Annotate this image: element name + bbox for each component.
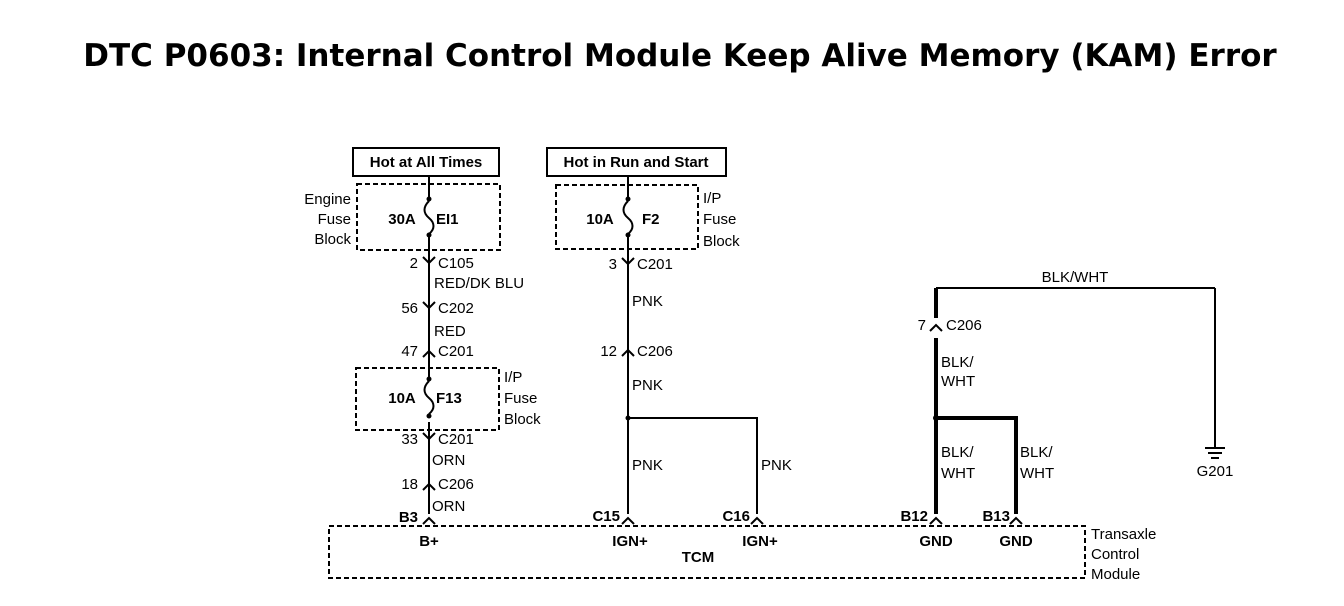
wire-label-blk-wht-3a: BLK/ (1020, 444, 1053, 461)
fuse-rating-f13: 10A (388, 390, 416, 407)
connector-c201-mid-pin: 3 (609, 256, 617, 273)
fuse-terminal-top-ei1 (426, 196, 432, 202)
tcm-name: TCM (682, 549, 715, 566)
power-source-box-mid (546, 147, 727, 177)
tcm-label-3: Module (1091, 566, 1140, 583)
wire-right-branch (936, 416, 1018, 514)
ip-fuse-block-left-label-3: Block (504, 411, 541, 428)
connector-c201-lower-name: C201 (438, 431, 474, 448)
wire-label-orn-2: ORN (432, 498, 465, 515)
connector-c206-right-symbol (929, 323, 943, 332)
connector-c105-symbol (422, 256, 436, 265)
wire-label-pnk-4: PNK (761, 457, 792, 474)
ip-fuse-block-left-label-1: I/P (504, 369, 522, 386)
ip-fuse-block-left-label-2: Fuse (504, 390, 537, 407)
tcm-label-2: Control (1091, 546, 1139, 563)
fuse-terminal-top-f13 (426, 376, 432, 382)
fuse-symbol-f2 (622, 200, 634, 235)
fuse-name-f2: F2 (642, 211, 660, 228)
wire-label-blk-wht-1b: WHT (941, 373, 975, 390)
fuse-terminal-bottom-f2 (625, 232, 631, 238)
wire-label-pnk-3: PNK (632, 457, 663, 474)
fuse-rating-f2: 10A (586, 211, 614, 228)
fuse-symbol-f13 (423, 380, 435, 415)
fuse-name-ei1: EI1 (436, 211, 459, 228)
ground-label-g201: G201 (1197, 463, 1234, 480)
fuse-terminal-top-f2 (625, 196, 631, 202)
connector-c202-name: C202 (438, 300, 474, 317)
fuse-terminal-bottom-ei1 (426, 232, 432, 238)
fuse-symbol-ei1 (423, 200, 435, 235)
connector-c105-pin: 2 (410, 255, 418, 272)
connector-c201-lower-symbol (422, 432, 436, 441)
connector-c206-mid-symbol (621, 348, 635, 357)
connector-c201-mid-name: C201 (637, 256, 673, 273)
engine-fuse-block-label-2: Fuse (318, 211, 351, 228)
circuit-left: Hot at All Times Engine Fuse Block 30A E… (304, 147, 541, 550)
tcm-pin-c16-symbol (750, 516, 764, 525)
connector-c206-left-name: C206 (438, 476, 474, 493)
tcm-pin-b13-symbol (1009, 516, 1023, 525)
fuse-terminal-bottom-f13 (426, 413, 432, 419)
wire-label-pnk-2: PNK (632, 377, 663, 394)
tcm-pin-b3: B3 (399, 509, 418, 526)
tcm-pin-b3-symbol (422, 516, 436, 525)
connector-c206-left-symbol (422, 482, 436, 491)
tcm-pin-c15: C15 (592, 508, 620, 525)
tcm-pin-c15-symbol (621, 516, 635, 525)
tcm-pin-b3-function: B+ (419, 533, 439, 550)
tcm-pin-c16: C16 (722, 508, 750, 525)
tcm-module: TCM Transaxle Control Module (328, 525, 1156, 583)
wire-label-blk-wht-1a: BLK/ (941, 354, 974, 371)
connector-c206-mid-name: C206 (637, 343, 673, 360)
ip-fuse-block-mid-label-1: I/P (703, 190, 721, 207)
power-source-label-left: Hot at All Times (370, 154, 483, 171)
connector-c201-mid-symbol (621, 257, 635, 266)
tcm-pin-c16-function: IGN+ (742, 533, 778, 550)
tcm-pin-b13: B13 (982, 508, 1010, 525)
fuse-f13-gap (425, 380, 433, 422)
connector-c206-mid-pin: 12 (600, 343, 617, 360)
connector-c206-right-pin: 7 (918, 317, 926, 334)
wire-label-blk-wht-top: BLK/WHT (1042, 269, 1109, 286)
page-title: DTC P0603: Internal Control Module Keep … (83, 38, 1277, 74)
tcm-pin-c15-function: IGN+ (612, 533, 648, 550)
tcm-pin-b13-function: GND (999, 533, 1033, 550)
connector-c202-pin: 56 (401, 300, 418, 317)
power-source-box-left (352, 147, 500, 177)
connector-c202-symbol (422, 301, 436, 310)
connector-c201-upper-symbol (422, 349, 436, 358)
wire-label-blk-wht-3b: WHT (1020, 465, 1054, 482)
connector-c201-upper-pin: 47 (401, 343, 418, 360)
tcm-pin-b12-function: GND (919, 533, 953, 550)
power-source-label-mid: Hot in Run and Start (564, 154, 709, 171)
connector-c206-left-pin: 18 (401, 476, 418, 493)
wire-label-orn-1: ORN (432, 452, 465, 469)
wire-label-blk-wht-2a: BLK/ (941, 444, 974, 461)
tcm-pin-b12: B12 (900, 508, 928, 525)
tcm-label-1: Transaxle (1091, 526, 1156, 543)
connector-c206-right-name: C206 (946, 317, 982, 334)
wire-label-red-dk-blu: RED/DK BLU (434, 275, 524, 292)
connector-c105-name: C105 (438, 255, 474, 272)
connector-c201-lower-pin: 33 (401, 431, 418, 448)
ip-fuse-block-mid-label-3: Block (703, 233, 740, 250)
ip-fuse-block-mid-label-2: Fuse (703, 211, 736, 228)
wire-mid-branch (628, 417, 758, 514)
circuit-mid: Hot in Run and Start I/P Fuse Block 10A … (546, 147, 792, 550)
ip-fuse-block-left (355, 367, 500, 431)
fuse-name-f13: F13 (436, 390, 462, 407)
connector-c201-upper-name: C201 (438, 343, 474, 360)
wire-label-pnk-1: PNK (632, 293, 663, 310)
engine-fuse-block-label-1: Engine (304, 191, 351, 208)
wire-label-blk-wht-2b: WHT (941, 465, 975, 482)
tcm-pin-b12-symbol (929, 516, 943, 525)
circuit-right: BLK/WHT G201 7 C206 BLK/ WHT BLK/ WHT BL… (900, 269, 1233, 550)
wire-label-red: RED (434, 323, 466, 340)
fuse-rating-ei1: 30A (388, 211, 416, 228)
engine-fuse-block-label-3: Block (314, 231, 351, 248)
tcm-outline (328, 525, 1086, 579)
